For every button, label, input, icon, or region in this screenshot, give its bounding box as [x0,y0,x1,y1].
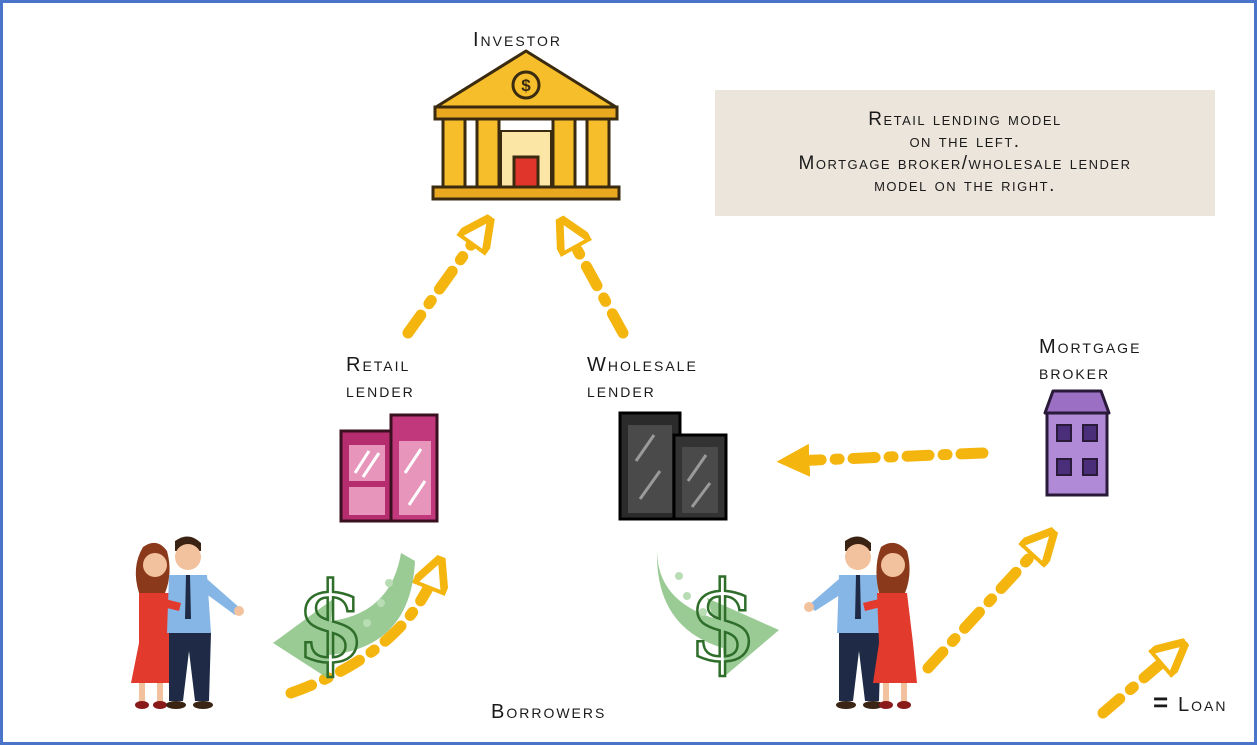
retail-lender-label-line2: lender [346,380,415,402]
svg-text:$: $ [521,76,531,95]
legend-equals-sign: = [1153,687,1169,717]
borrowers-couple-right-icon [804,536,917,709]
borrowers-label: Borrowers [491,701,607,723]
svg-text:$: $ [688,558,758,678]
arrow-legend-loan [1097,653,1173,719]
info-line-3: Mortgage broker/wholesale lender [798,153,1132,174]
borrowers-couple-left-icon [131,536,244,709]
mortgage-broker-label-line2: broker [1039,362,1111,384]
arrows-layer [285,3,1257,719]
retail-lender-building-icon [339,413,439,523]
wholesale-lender-label-line2: lender [587,380,656,402]
retail-lender-label-line1: Retail [346,354,411,376]
investor-label: Investor [473,29,562,51]
mortgage-broker-label-line1: Mortgage [1039,336,1142,358]
info-line-2: on the left. [909,131,1021,152]
wholesale-lender-label-line1: Wholesale [587,354,698,376]
legend-loan-label: Loan [1178,694,1228,716]
arrow-borrower-to-retail [285,573,435,699]
arrow-borrower-to-broker [922,543,1043,674]
money-flow-left-icon: $ [273,553,415,683]
arrow-broker-to-wholesale [776,443,989,477]
arrow-retail-to-investor [402,231,481,339]
money-flow-right-icon: $ [656,550,779,678]
mortgage-broker-house-icon [1043,389,1111,497]
svg-text:$: $ [296,559,366,683]
info-line-1: Retail lending model [868,109,1062,130]
info-line-4: model on the right. [874,175,1056,196]
wholesale-lender-building-icon [618,411,728,521]
arrow-wholesale-to-investor [568,233,629,339]
info-box: Retail lending model on the left. Mortga… [715,90,1215,216]
investor-bank-icon: $ [431,49,621,201]
